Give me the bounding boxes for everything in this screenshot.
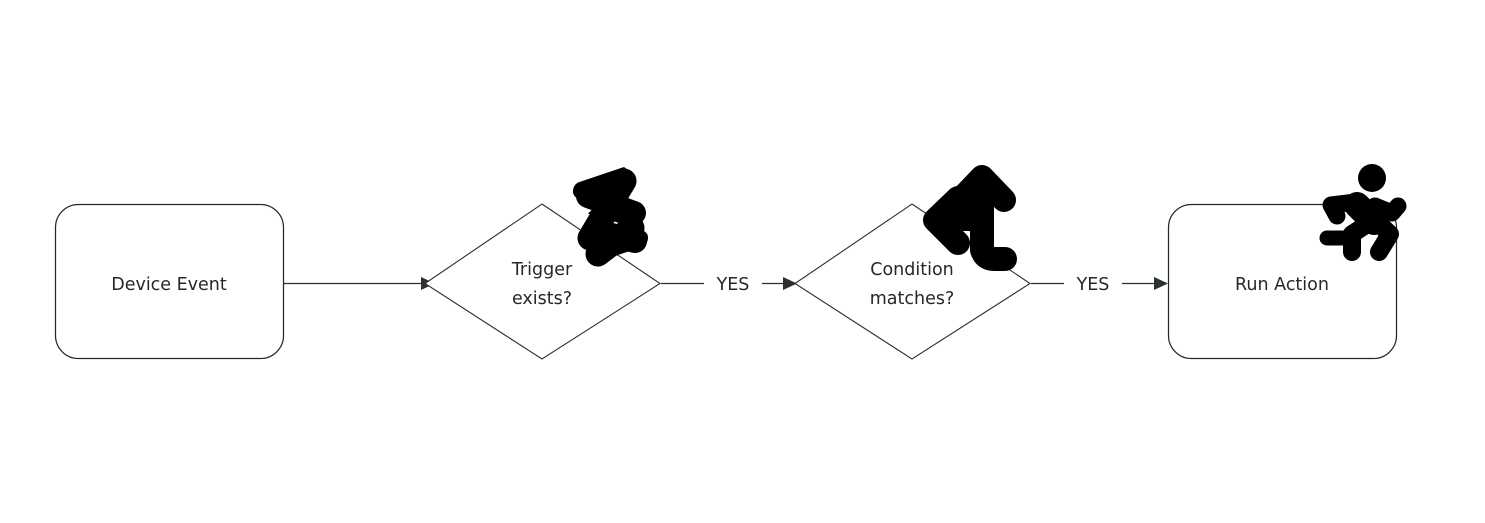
lightning-bolt-icon [572, 167, 649, 267]
branch-arrow-icon [923, 165, 1017, 271]
edge-3-arrowhead [1154, 277, 1168, 290]
runner-front-arm [1322, 193, 1365, 225]
runner-rear-arm [1366, 197, 1407, 222]
edge-2-arrowhead [783, 277, 797, 290]
trigger-exists-label-line1: Trigger [511, 260, 573, 280]
branch-arrow-left-head [923, 186, 970, 255]
condition-matches-label-line1: Condition [870, 260, 954, 280]
node-run-action[interactable]: Run Action [1167, 164, 1407, 360]
runner-front-leg [1368, 213, 1399, 261]
node-trigger-exists[interactable]: Trigger exists? [424, 167, 662, 360]
node-condition-matches[interactable]: Condition matches? [794, 165, 1032, 360]
node-device-event[interactable]: Device Event [54, 203, 285, 360]
edge-trigger-to-condition: YES [661, 275, 797, 295]
runner-head [1358, 164, 1386, 192]
edge-condition-to-run-action: YES [1031, 275, 1168, 295]
edge-label-yes-1: YES [716, 275, 750, 295]
running-person-icon [1319, 164, 1407, 261]
edge-label-yes-2: YES [1076, 275, 1110, 295]
trigger-exists-shape[interactable] [424, 203, 662, 360]
device-event-label: Device Event [111, 275, 227, 295]
condition-matches-shape[interactable] [794, 203, 1032, 360]
run-action-label: Run Action [1235, 275, 1329, 295]
condition-matches-label-line2: matches? [870, 289, 955, 309]
branch-arrow-stem-hook [970, 194, 1017, 271]
edge-device-event-to-trigger [284, 277, 435, 290]
device-event-shape[interactable] [54, 203, 285, 360]
lightning-bolt-bottom-bar [588, 220, 647, 253]
trigger-exists-label-line2: exists? [512, 289, 572, 309]
lightning-bolt-top-bar [576, 184, 646, 225]
